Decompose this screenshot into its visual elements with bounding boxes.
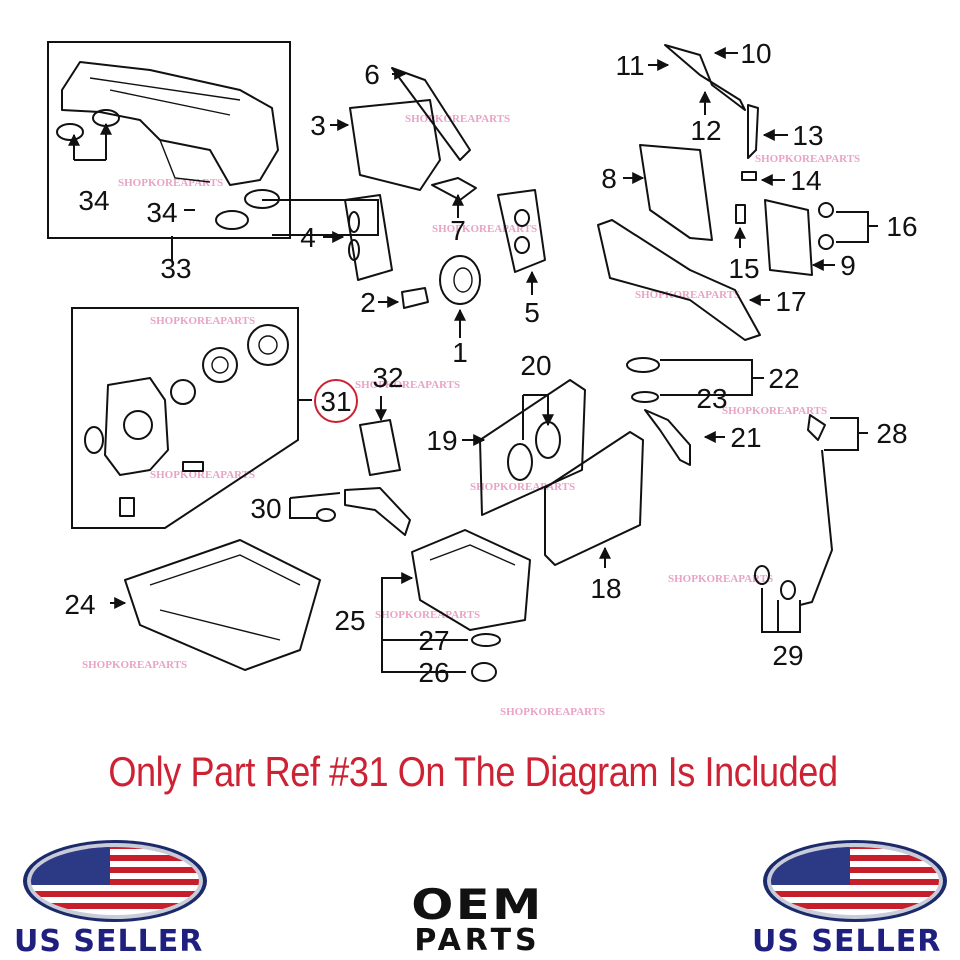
- callout-20: 20: [520, 350, 551, 381]
- watermark: SHOPKOREAPARTS: [668, 573, 773, 585]
- oil-pan-25: [411, 529, 531, 631]
- oem-logo-line1: OEM: [411, 880, 544, 929]
- watermark: SHOPKOREAPARTS: [82, 659, 187, 671]
- callout-19: 19: [426, 425, 457, 456]
- callout-2: 2: [360, 287, 376, 318]
- callout-34: 34: [146, 197, 177, 228]
- gasket-19: [479, 379, 586, 516]
- callout-14: 14: [790, 165, 821, 196]
- watermark: SHOPKOREAPARTS: [722, 405, 827, 417]
- timing-components: [344, 44, 834, 341]
- callout-31: 31: [320, 386, 351, 417]
- cover-18: [544, 431, 644, 566]
- callout-8: 8: [601, 163, 617, 194]
- callout-22: 22: [768, 363, 799, 394]
- oil-pump-box: [71, 307, 299, 529]
- callout-15: 15: [728, 253, 759, 284]
- pipe-21: [644, 409, 691, 466]
- guide-pipe: [799, 449, 833, 606]
- callout-25: 25: [334, 605, 365, 636]
- callout-30: 30: [250, 493, 281, 524]
- callout-9: 9: [840, 250, 856, 281]
- oem-logo-line2: PARTS: [414, 923, 541, 958]
- included-part-notice: Only Part Ref #31 On The Diagram Is Incl…: [108, 748, 838, 795]
- callout-32: 32: [372, 362, 403, 393]
- callout-1: 1: [452, 337, 468, 368]
- pulley-1: [439, 255, 481, 305]
- watermarks: SHOPKOREAPARTS SHOPKOREAPARTS SHOPKOREAP…: [82, 113, 860, 718]
- callout-10: 10: [740, 38, 771, 69]
- watermark: SHOPKOREAPARTS: [500, 706, 605, 718]
- callout-24: 24: [64, 589, 95, 620]
- intake-manifold-box: [47, 41, 291, 239]
- leader-lines: [68, 47, 878, 673]
- watermark: SHOPKOREAPARTS: [470, 481, 575, 493]
- callout-29: 29: [772, 640, 803, 671]
- cover-5: [497, 189, 546, 273]
- belt-17: [597, 219, 761, 341]
- callout-17: 17: [775, 286, 806, 317]
- callout-34: 34: [78, 185, 109, 216]
- callout-7: 7: [450, 215, 466, 246]
- callout-13: 13: [792, 120, 823, 151]
- parts-diagram: SHOPKOREAPARTS SHOPKOREAPARTS SHOPKOREAP…: [47, 38, 918, 718]
- us-flag-oval-icon: [763, 840, 947, 922]
- lower-components: [124, 357, 833, 682]
- cover-8: [639, 144, 713, 241]
- callout-numbers: 1 2 3 4 5 6 7 8 9 10 11 12 13 14 15 16 1…: [64, 38, 917, 688]
- callout-27: 27: [418, 625, 449, 656]
- gasket-6: [391, 67, 471, 161]
- watermark: SHOPKOREAPARTS: [150, 469, 255, 481]
- watermark: SHOPKOREAPARTS: [432, 223, 537, 235]
- callout-16: 16: [886, 211, 917, 242]
- callout-18: 18: [590, 573, 621, 604]
- cap-22: [626, 357, 660, 373]
- oil-pump-assembly: [84, 324, 289, 517]
- gauge-28: [807, 414, 826, 441]
- part-7: [431, 177, 477, 201]
- hose-13: [747, 104, 759, 159]
- us-seller-label: US SELLER: [752, 924, 942, 959]
- plug-26: [471, 662, 497, 682]
- filter-32: [359, 419, 401, 476]
- callout-23: 23: [696, 383, 727, 414]
- watermark: SHOPKOREAPARTS: [375, 609, 480, 621]
- callout-3: 3: [310, 110, 326, 141]
- callout-4: 4: [300, 222, 316, 253]
- cover-4: [344, 194, 393, 281]
- callout-33: 33: [160, 253, 191, 284]
- us-seller-label: US SELLER: [14, 924, 204, 959]
- watermark: SHOPKOREAPARTS: [150, 315, 255, 327]
- gasket-11: [664, 44, 746, 111]
- callout-12: 12: [690, 115, 721, 146]
- callout-6: 6: [364, 59, 380, 90]
- oil-pan-24: [124, 539, 321, 671]
- oem-parts-logo: OEM PARTS: [385, 884, 570, 958]
- bolt-2: [401, 287, 429, 309]
- callout-11: 11: [615, 50, 644, 81]
- seal-23: [631, 391, 659, 403]
- us-flag-oval-icon: [23, 840, 207, 922]
- pipe-30: [344, 487, 411, 536]
- callout-26: 26: [418, 657, 449, 688]
- watermark: SHOPKOREAPARTS: [355, 379, 460, 391]
- watermark: SHOPKOREAPARTS: [118, 177, 223, 189]
- watermark: SHOPKOREAPARTS: [755, 153, 860, 165]
- callout-5: 5: [524, 297, 540, 328]
- callout-21: 21: [730, 422, 761, 453]
- watermark: SHOPKOREAPARTS: [405, 113, 510, 125]
- cover-9: [764, 199, 813, 276]
- callout-28: 28: [876, 418, 907, 449]
- gasket-27: [471, 633, 501, 647]
- highlight-circle: [314, 379, 358, 423]
